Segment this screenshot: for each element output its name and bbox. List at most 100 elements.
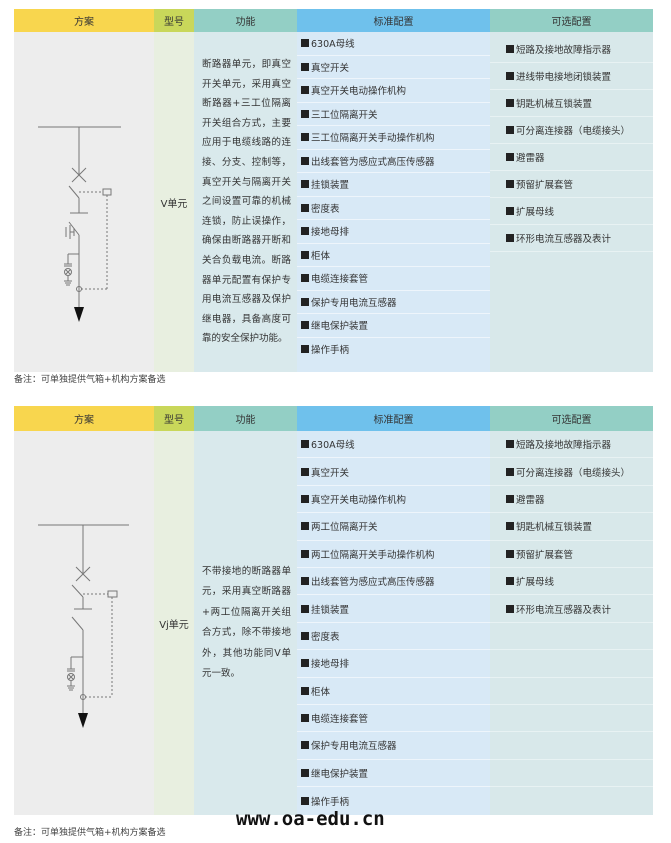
- bullet-square-icon: [301, 274, 309, 283]
- bullet-square-icon: [506, 467, 514, 476]
- list-item: 短路及接地故障指示器: [490, 36, 653, 63]
- bullet-square-icon: [506, 522, 514, 531]
- bullet-square-icon: [506, 153, 514, 161]
- table-vj-unit: 方案 型号 功能 标准配置 可选配置: [14, 406, 653, 815]
- table-v-unit: 方案 型号 功能 标准配置 可选配置: [14, 9, 653, 372]
- header-scheme: 方案: [14, 9, 154, 32]
- list-item: 钥匙机械互锁装置: [490, 513, 653, 541]
- list-item: 环形电流互感器及表计: [490, 595, 653, 623]
- optional-config-list: 短路及接地故障指示器 进线带电接地闭锁装置 钥匙机械互锁装置 可分离连接器（电缆…: [490, 32, 653, 372]
- list-item: 操作手柄: [297, 787, 490, 814]
- bullet-square-icon: [506, 440, 514, 449]
- bullet-square-icon: [301, 156, 309, 165]
- list-item: 密度表: [297, 623, 490, 651]
- circuit-diagram-v-icon: [38, 126, 121, 322]
- circuit-diagram-vj-icon: [38, 524, 129, 728]
- function-cell: 不带接地的断路器单元，采用真空断路器+两工位隔离开关组合方式，除不带接地外，其他…: [194, 431, 297, 815]
- bullet-square-icon: [301, 180, 309, 189]
- model-cell: Vj单元: [154, 431, 194, 815]
- bullet-square-icon: [301, 203, 309, 212]
- list-item: 保护专用电流互感器: [297, 732, 490, 760]
- list-item: 环形电流互感器及表计: [490, 225, 653, 252]
- list-item: 可分离连接器（电缆接头）: [490, 458, 653, 486]
- list-item: 出线套管为感应式高压传感器: [297, 568, 490, 596]
- bullet-square-icon: [301, 39, 309, 48]
- header-scheme: 方案: [14, 406, 154, 431]
- list-item: [490, 760, 653, 788]
- optional-config-list: 短路及接地故障指示器 可分离连接器（电缆接头） 避雷器 钥匙机械互锁装置 预留扩…: [490, 431, 653, 815]
- list-item: 挂锁装置: [297, 173, 490, 197]
- bullet-square-icon: [301, 686, 309, 695]
- header-model: 型号: [154, 9, 194, 32]
- list-item: [490, 623, 653, 651]
- bullet-square-icon: [506, 126, 514, 134]
- list-item: 柜体: [297, 678, 490, 705]
- bullet-square-icon: [301, 133, 309, 142]
- standard-config-list: 630A母线 真空开关 真空开关电动操作机构 两工位隔离开关 两工位隔离开关手动…: [297, 431, 490, 815]
- list-item: 可分离连接器（电缆接头）: [490, 117, 653, 144]
- bullet-square-icon: [301, 250, 309, 259]
- list-item: 保护专用电流互感器: [297, 291, 490, 314]
- header-standard: 标准配置: [297, 406, 490, 431]
- list-item: 接地母排: [297, 650, 490, 678]
- list-item: [490, 732, 653, 760]
- table-body: Vj单元 不带接地的断路器单元，采用真空断路器+两工位隔离开关组合方式，除不带接…: [14, 431, 653, 815]
- list-item: 进线带电接地闭锁装置: [490, 63, 653, 90]
- scheme-diagram-cell: [14, 431, 154, 815]
- function-text: 断路器单元，即真空开关单元，采用真空断路器+三工位隔离开关组合方式，主要应用于电…: [202, 59, 291, 345]
- function-text: 不带接地的断路器单元，采用真空断路器+两工位隔离开关组合方式，除不带接地外，其他…: [202, 565, 291, 680]
- bullet-square-icon: [301, 741, 309, 750]
- list-item: 柜体: [297, 244, 490, 267]
- bullet-square-icon: [506, 180, 514, 188]
- header-model: 型号: [154, 406, 194, 431]
- list-item: 真空开关电动操作机构: [297, 486, 490, 514]
- list-item: 预留扩展套管: [490, 171, 653, 198]
- list-item: 短路及接地故障指示器: [490, 431, 653, 459]
- bullet-square-icon: [301, 321, 309, 330]
- bullet-square-icon: [506, 72, 514, 80]
- bullet-square-icon: [506, 99, 514, 107]
- function-cell: 断路器单元，即真空开关单元，采用真空断路器+三工位隔离开关组合方式，主要应用于电…: [194, 32, 297, 372]
- list-item: 630A母线: [297, 431, 490, 459]
- list-item: [490, 678, 653, 705]
- bullet-square-icon: [301, 768, 309, 777]
- bullet-square-icon: [301, 714, 309, 723]
- bullet-square-icon: [301, 494, 309, 503]
- bullet-square-icon: [506, 45, 514, 53]
- scheme-diagram-cell: [14, 32, 154, 372]
- list-item: 预留扩展套管: [490, 541, 653, 568]
- list-item: [490, 705, 653, 733]
- bullet-square-icon: [301, 522, 309, 531]
- bullet-square-icon: [506, 494, 514, 503]
- list-item: 接地母排: [297, 220, 490, 244]
- bullet-square-icon: [301, 467, 309, 476]
- list-item: 三工位隔离开关: [297, 103, 490, 126]
- header-optional: 可选配置: [490, 9, 653, 32]
- list-item: 真空开关: [297, 458, 490, 486]
- table-header: 方案 型号 功能 标准配置 可选配置: [14, 406, 653, 431]
- header-function: 功能: [194, 406, 297, 431]
- bullet-square-icon: [301, 62, 309, 71]
- bullet-square-icon: [506, 549, 514, 558]
- list-item: 三工位隔离开关手动操作机构: [297, 126, 490, 150]
- bullet-square-icon: [301, 796, 309, 805]
- list-item: 密度表: [297, 197, 490, 220]
- list-item: 扩展母线: [490, 568, 653, 596]
- bullet-square-icon: [506, 577, 514, 586]
- list-item: 钥匙机械互锁装置: [490, 90, 653, 117]
- list-item: 两工位隔离开关手动操作机构: [297, 541, 490, 568]
- list-item: 继电保护装置: [297, 760, 490, 788]
- header-standard: 标准配置: [297, 9, 490, 32]
- table-note: 备注：可单独提供气箱+机构方案备选: [14, 828, 166, 838]
- table-note: 备注：可单独提供气箱+机构方案备选: [14, 375, 166, 385]
- list-item: 630A母线: [297, 32, 490, 56]
- bullet-square-icon: [301, 227, 309, 236]
- list-item: 出线套管为感应式高压传感器: [297, 150, 490, 173]
- standard-config-list: 630A母线 真空开关 真空开关电动操作机构 三工位隔离开关 三工位隔离开关手动…: [297, 32, 490, 372]
- table-body: V单元 断路器单元，即真空开关单元，采用真空断路器+三工位隔离开关组合方式，主要…: [14, 32, 653, 372]
- list-item: [490, 650, 653, 678]
- header-function: 功能: [194, 9, 297, 32]
- bullet-square-icon: [301, 297, 309, 306]
- bullet-square-icon: [506, 604, 514, 613]
- bullet-square-icon: [301, 604, 309, 613]
